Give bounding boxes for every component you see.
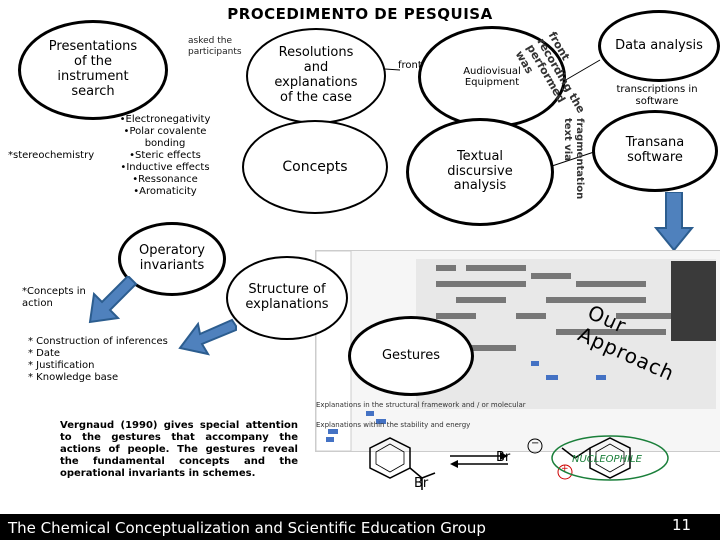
inference-list: * Construction of inferences * Date * Ju… xyxy=(28,336,168,384)
textual-text: Textual discursive analysis xyxy=(447,148,513,194)
chart-row-label: Explanations in the structural framework… xyxy=(316,401,526,409)
structure-node: Structure of explanations xyxy=(226,256,348,340)
br-right-label: Br xyxy=(496,450,511,465)
down-arrow-icon xyxy=(654,192,694,252)
concept-item: •Inductive effects xyxy=(120,162,210,173)
plus-sign: + xyxy=(561,464,569,474)
minus-sign: − xyxy=(531,438,540,449)
structure-arrow-icon xyxy=(178,318,237,356)
fragmentation-label: fragmentation text via xyxy=(562,118,586,200)
stereochemistry-label: *stereochemistry xyxy=(8,150,95,161)
structure-text: Structure of explanations xyxy=(245,282,329,312)
presentations-node: Presentations of the instrument search xyxy=(18,20,168,120)
left-down-arrow-icon xyxy=(88,276,138,324)
textual-node: Textual discursive analysis xyxy=(406,118,554,226)
inference-item: * Construction of inferences xyxy=(28,336,168,347)
data-analysis-node: Data analysis xyxy=(598,10,720,82)
concepts-list: •Electronegativity •Polar covalente bond… xyxy=(110,114,220,198)
operatory-node: Operatory invariants xyxy=(118,222,226,296)
transcriptions-label: transcriptions in software xyxy=(616,84,698,107)
concept-item: •Ressonance xyxy=(132,174,198,185)
reaction-diagram xyxy=(369,435,669,490)
presentations-text: Presentations of the instrument search xyxy=(48,39,138,99)
concepts-node: Concepts xyxy=(242,120,388,214)
footer-bar xyxy=(0,514,720,540)
chart-row-label: Explanations within the stability and en… xyxy=(316,421,471,429)
operatory-text: Operatory invariants xyxy=(139,243,205,273)
data-analysis-text: Data analysis xyxy=(615,37,703,53)
nucleophile-label: NUCLEOPHILE xyxy=(572,454,642,465)
concept-item: •Polar covalente bonding xyxy=(123,126,207,149)
inference-item: * Justification xyxy=(28,360,95,371)
concept-item: •Steric effects xyxy=(129,150,201,161)
audiovisual-text: Audiovisual Equipment xyxy=(463,65,521,89)
resolutions-node: Resolutions and explanations of the case xyxy=(246,28,386,124)
gestures-node: Gestures xyxy=(348,316,474,396)
transana-node: Transana software xyxy=(592,110,718,192)
resolutions-text: Resolutions and explanations of the case xyxy=(274,45,358,105)
slide-title: PROCEDIMENTO DE PESQUISA xyxy=(227,5,493,23)
audiovisual-node: Audiovisual Equipment xyxy=(418,26,566,128)
inference-item: * Knowledge base xyxy=(28,372,119,383)
vergnaud-paragraph: Vergnaud (1990) gives special attention … xyxy=(60,420,298,479)
concepts-action-label: *Concepts in action xyxy=(22,286,86,309)
concept-item: •Electronegativity xyxy=(119,114,211,125)
br-left-label: Br xyxy=(414,476,429,491)
page-number: 11 xyxy=(672,516,692,534)
footer-text: The Chemical Conceptualization and Scien… xyxy=(8,519,486,537)
front-label: front xyxy=(398,60,422,71)
concepts-text: Concepts xyxy=(282,158,348,175)
inference-item: * Date xyxy=(28,348,61,359)
transana-text: Transana software xyxy=(625,135,685,165)
gestures-text: Gestures xyxy=(381,347,440,363)
concept-item: •Aromaticity xyxy=(133,186,197,197)
asked-label: asked the participants xyxy=(188,36,242,57)
